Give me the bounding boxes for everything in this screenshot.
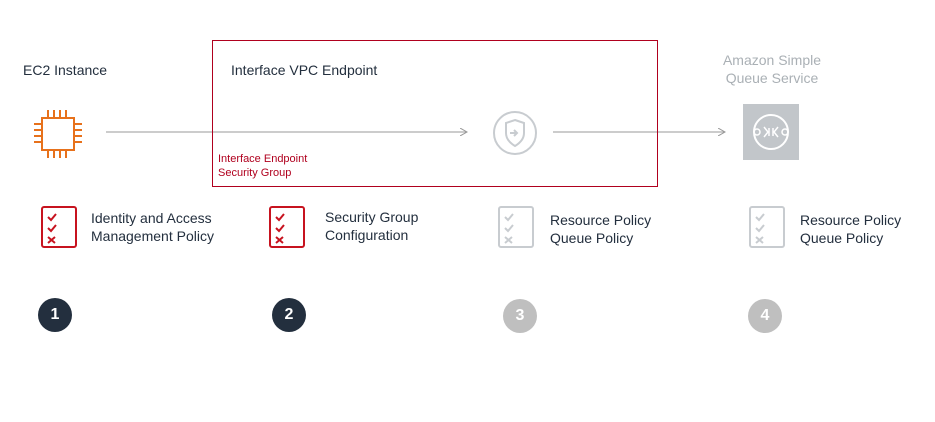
checklist-icon — [748, 205, 786, 249]
chip-icon — [30, 106, 86, 162]
policy-2-line1: Security Group — [325, 209, 419, 225]
checklist-icon — [40, 205, 78, 249]
checklist-icon — [268, 205, 306, 249]
step-3-badge: 3 — [503, 299, 537, 333]
checklist-icon — [497, 205, 535, 249]
ec2-label: EC2 Instance — [23, 62, 108, 78]
policy-4-line1: Resource Policy — [800, 212, 902, 228]
sqs-label-line2: Queue Service — [725, 70, 819, 86]
security-group-label-line1: Interface Endpoint — [218, 153, 308, 165]
vpc-endpoint-label: Interface VPC Endpoint — [231, 62, 378, 78]
vpc-endpoint-box — [212, 40, 658, 187]
shield-endpoint-icon — [491, 109, 539, 157]
policy-2-line2: Configuration — [325, 227, 409, 243]
policy-1-line2: Management Policy — [91, 228, 214, 244]
queue-icon — [743, 104, 799, 160]
security-group-label-line2: Security Group — [218, 167, 292, 179]
step-2-badge: 2 — [272, 298, 306, 332]
step-4-badge: 4 — [748, 299, 782, 333]
policy-3-line1: Resource Policy — [550, 212, 652, 228]
policy-1-line1: Identity and Access — [91, 210, 212, 226]
policy-3-line2: Queue Policy — [550, 230, 634, 246]
sqs-label-line1: Amazon Simple — [722, 52, 822, 68]
step-1-badge: 1 — [38, 298, 72, 332]
policy-4-line2: Queue Policy — [800, 230, 884, 246]
